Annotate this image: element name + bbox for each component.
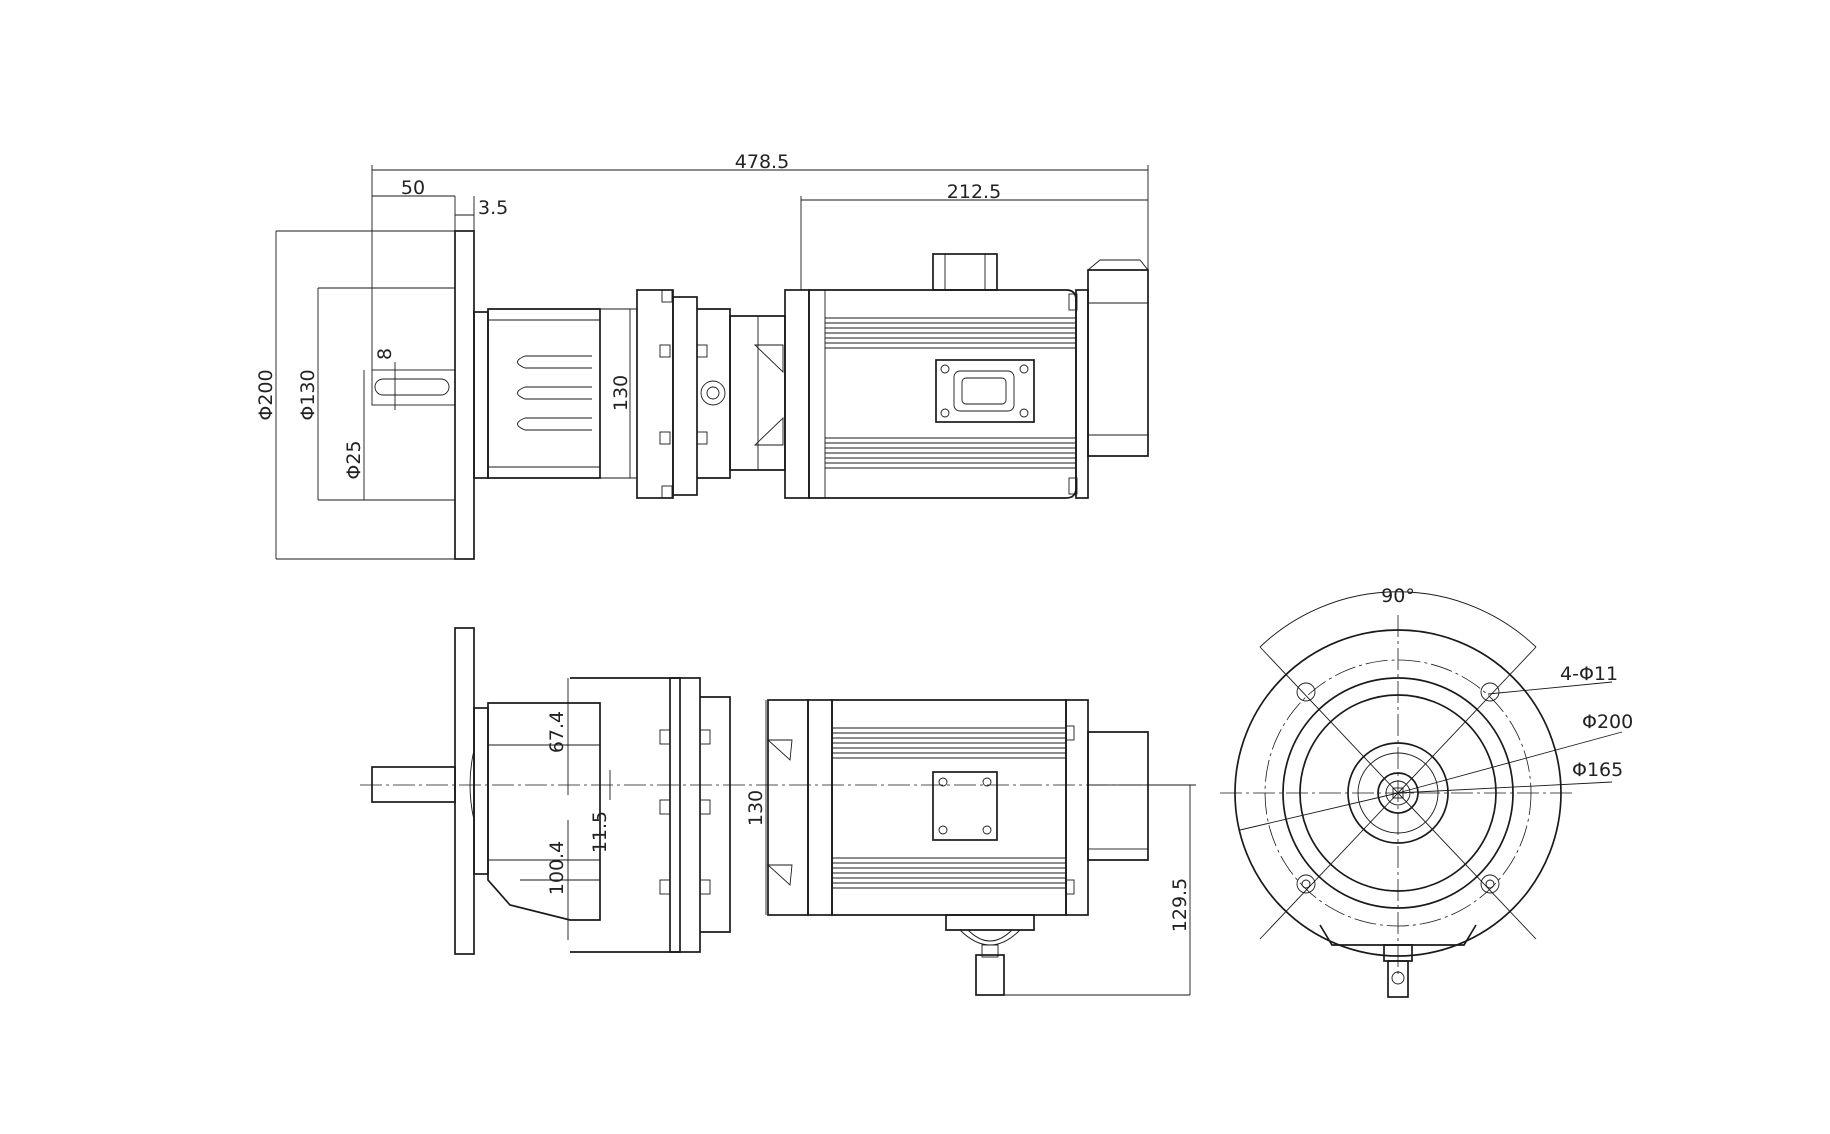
spigot-diameter-label: Φ130 [297,369,319,420]
keyway [374,378,450,396]
motor-flange [784,289,810,499]
key-width-label: 8 [374,348,396,360]
pcd-label: Φ200 [1582,711,1633,733]
connector [935,359,1035,423]
cooling-fins-side [832,727,1066,889]
gear-flange-2 [672,296,698,496]
motor-body [808,289,1077,499]
shaft-diameter-label: Φ25 [343,440,365,479]
flange-thickness-label: 3.5 [478,197,508,219]
overall-length-label: 478.5 [735,151,789,173]
coupling [729,315,786,471]
flange-diameter-label: Φ200 [255,369,277,420]
end-brake [1087,269,1149,457]
side-gear-housing [487,702,601,921]
bolt-hole-icon [1296,682,1316,702]
gear-flange [636,289,674,499]
flange-plate [454,230,475,560]
end-view [1220,591,1623,998]
gear-height-top-label: 130 [610,375,632,411]
side-view [360,627,1196,996]
bolt-holes-label: 4-Φ11 [1560,663,1618,685]
spigot [473,311,489,479]
bolt-icon [700,380,726,406]
shaft-length-label: 50 [401,177,425,199]
motor-length-label: 212.5 [947,181,1001,203]
offset-100-label: 100.4 [546,841,568,895]
offset-11-label: 11.5 [589,811,611,853]
side-flange [454,627,475,955]
side-shaft [371,766,456,803]
side-height-label: 129.5 [1169,878,1191,932]
shaft-outline [371,369,456,406]
angle-label: 90° [1381,585,1415,607]
side-connector [975,954,1005,996]
side-end-brake [1087,731,1149,861]
gear-height-side-label: 130 [745,790,767,826]
cooling-fins-top [825,317,1076,469]
side-terminal-plate [932,771,998,841]
junction-box [932,253,998,291]
offset-67-label: 67.4 [546,711,568,753]
end-connector [1387,960,1409,998]
gear-housing [487,308,601,479]
top-view [275,165,1149,560]
spigot-end-label: Φ165 [1572,759,1623,781]
